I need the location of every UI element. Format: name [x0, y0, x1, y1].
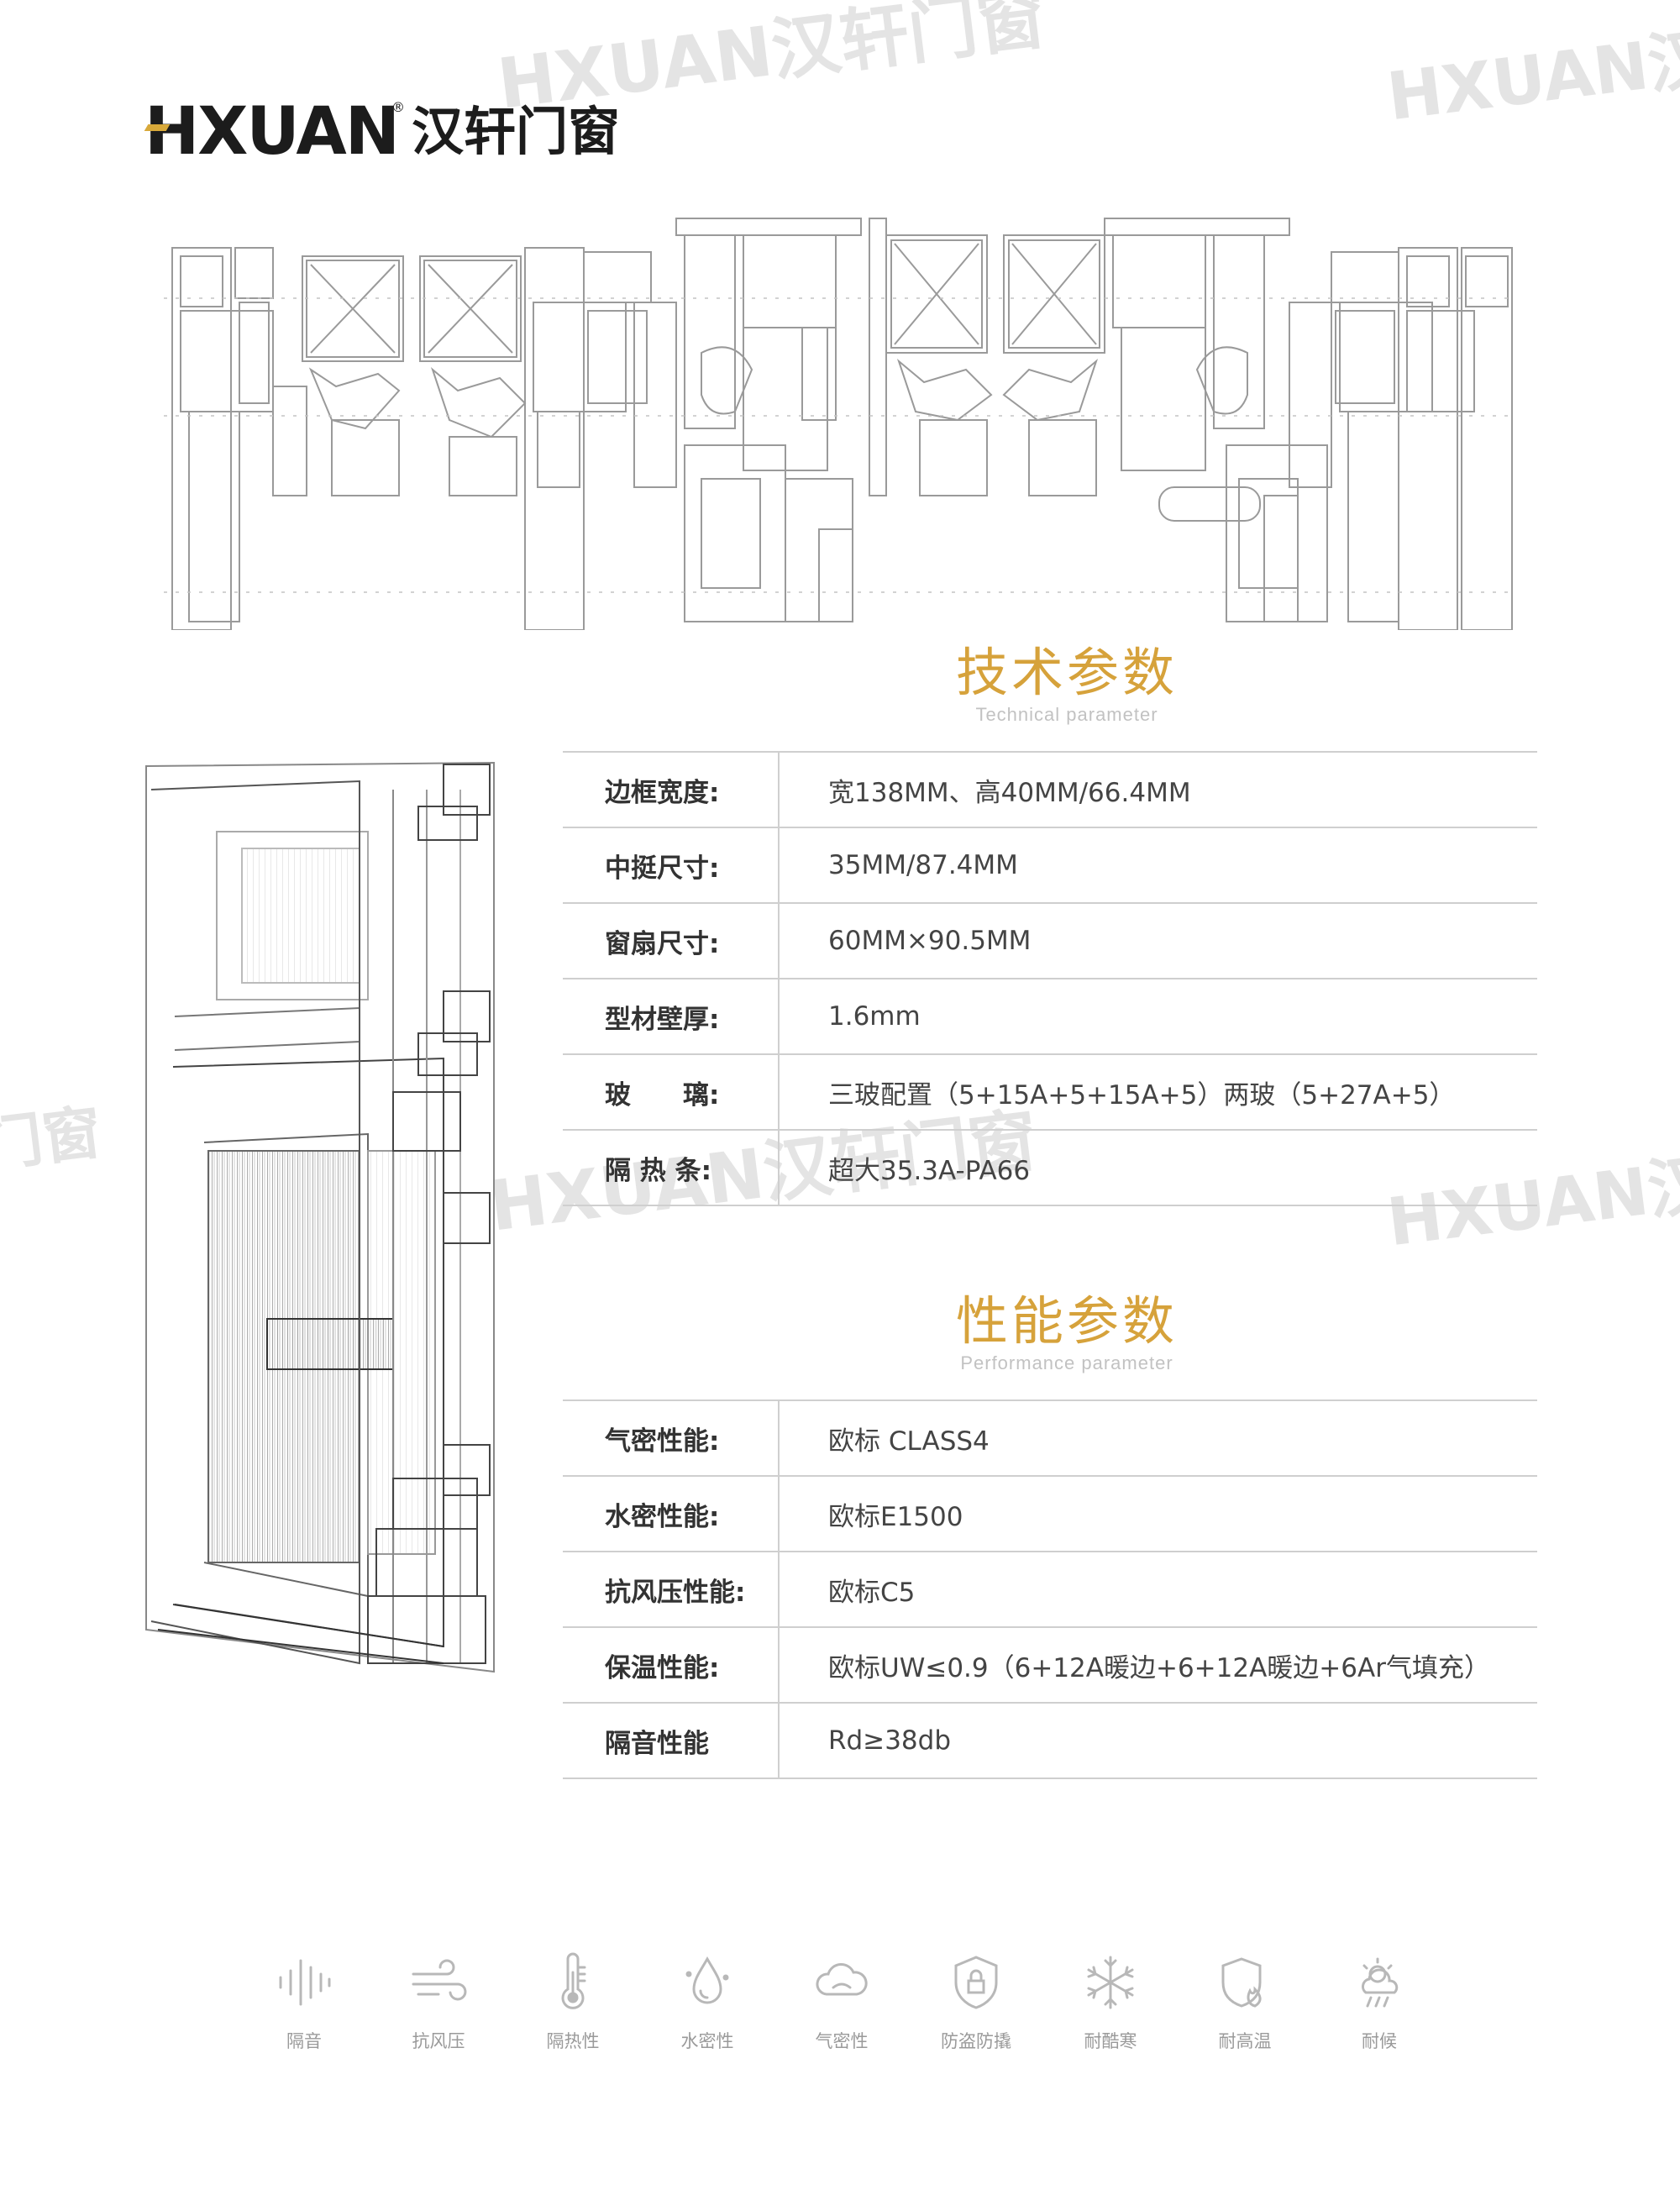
- performance-parameter-table: 气密性能: 欧标 CLASS4 水密性能: 欧标E1500 抗风压性能: 欧标C…: [563, 1399, 1537, 1779]
- brand-logo: HXUAN ® 汉轩门窗: [144, 99, 620, 165]
- cloud-icon: [816, 1963, 868, 1996]
- performance-subtitle: Performance parameter: [960, 1352, 1173, 1373]
- technical-parameter-table: 边框宽度: 宽138MM、高40MM/66.4MM 中挺尺寸: 35MM/87.…: [563, 751, 1537, 1206]
- param-label: 边框宽度:: [563, 753, 780, 827]
- table-row: 型材壁厚: 1.6mm: [563, 979, 1537, 1055]
- sun-rain-icon: [1362, 1957, 1399, 2008]
- param-label: 隔 热 条:: [563, 1131, 780, 1205]
- feature-item: 隔热性: [514, 1949, 632, 2053]
- feature-item: 隔音: [245, 1949, 363, 2053]
- watermark: 门窗: [0, 1097, 106, 1181]
- param-label: 抗风压性能:: [563, 1552, 780, 1626]
- feature-item: 水密性: [648, 1949, 766, 2053]
- param-label: 保温性能:: [563, 1628, 780, 1702]
- table-row: 玻 璃: 三玻配置（5+15A+5+15A+5）两玻（5+27A+5）: [563, 1055, 1537, 1131]
- profile-cross-section-drawing: [164, 218, 1516, 630]
- param-value: 35MM/87.4MM: [828, 850, 1018, 880]
- shield-lock-icon: [954, 1956, 998, 2009]
- fire-shield-icon: [1221, 1957, 1262, 2008]
- feature-item: 气密性: [783, 1949, 900, 2053]
- param-value: 超大35.3A-PA66: [828, 1155, 1031, 1186]
- feature-label: 抗风压: [412, 2031, 465, 2051]
- thermometer-icon: [561, 1952, 586, 2009]
- param-value: 欧标E1500: [828, 1501, 963, 1532]
- feature-label: 水密性: [680, 2031, 734, 2051]
- param-value: 欧标C5: [828, 1577, 916, 1608]
- param-value: 1.6mm: [828, 1001, 921, 1032]
- logo-latin: HXUAN: [144, 94, 400, 170]
- feature-item: 耐酷寒: [1052, 1949, 1169, 2053]
- feature-label: 耐酷寒: [1084, 2031, 1137, 2051]
- param-value: 宽138MM、高40MM/66.4MM: [828, 777, 1191, 808]
- table-row: 隔音性能 Rd≥38db: [563, 1704, 1537, 1779]
- param-value: Rd≥38db: [828, 1725, 951, 1756]
- param-label: 中挺尺寸:: [563, 828, 780, 902]
- logo-chinese: 汉轩门窗: [412, 101, 621, 162]
- feature-label: 耐高温: [1218, 2031, 1272, 2051]
- window-corner-illustration: [145, 761, 495, 1673]
- feature-label: 气密性: [815, 2031, 869, 2051]
- logo-accent-mark: [144, 124, 171, 131]
- feature-item: 耐候: [1320, 1949, 1438, 2053]
- table-row: 窗扇尺寸: 60MM×90.5MM: [563, 904, 1537, 979]
- feature-label: 隔热性: [546, 2031, 600, 2051]
- technical-title: 技术参数: [955, 642, 1178, 703]
- table-row: 边框宽度: 宽138MM、高40MM/66.4MM: [563, 751, 1537, 828]
- table-row: 中挺尺寸: 35MM/87.4MM: [563, 828, 1537, 904]
- table-row: 气密性能: 欧标 CLASS4: [563, 1399, 1537, 1477]
- table-row: 保温性能: 欧标UW≤0.9（6+12A暖边+6+12A暖边+6Ar气填充）: [563, 1628, 1537, 1704]
- param-label: 型材壁厚:: [563, 979, 780, 1053]
- feature-item: 抗风压: [380, 1949, 497, 2053]
- param-label: 隔音性能: [563, 1704, 780, 1778]
- table-row: 隔 热 条: 超大35.3A-PA66: [563, 1131, 1537, 1206]
- table-row: 抗风压性能: 欧标C5: [563, 1552, 1537, 1628]
- feature-item: 防盗防撬: [917, 1949, 1035, 2053]
- feature-item: 耐高温: [1186, 1949, 1304, 2053]
- feature-label: 防盗防撬: [941, 2031, 1011, 2051]
- param-label: 窗扇尺寸:: [563, 904, 780, 978]
- param-value: 三玻配置（5+15A+5+15A+5）两玻（5+27A+5）: [828, 1079, 1456, 1111]
- feature-label: 隔音: [286, 2031, 322, 2051]
- technical-subtitle: Technical parameter: [975, 704, 1158, 725]
- param-value: 欧标 CLASS4: [828, 1426, 990, 1457]
- snowflake-icon: [1087, 1956, 1134, 2009]
- param-value: 60MM×90.5MM: [828, 926, 1032, 956]
- param-value: 欧标UW≤0.9（6+12A暖边+6+12A暖边+6Ar气填充）: [828, 1652, 1490, 1683]
- performance-title: 性能参数: [955, 1290, 1178, 1352]
- watermark: HXUAN汉: [1383, 20, 1680, 136]
- table-row: 水密性能: 欧标E1500: [563, 1477, 1537, 1552]
- param-label: 水密性能:: [563, 1477, 780, 1551]
- sound-wave-icon: [279, 1959, 331, 2006]
- logo-registered: ®: [391, 98, 405, 115]
- param-label: 气密性能:: [563, 1401, 780, 1475]
- feature-label: 耐候: [1362, 2031, 1397, 2051]
- param-label: 玻 璃:: [563, 1055, 780, 1129]
- water-drop-icon: [685, 1956, 729, 2004]
- wind-icon: [412, 1959, 467, 2001]
